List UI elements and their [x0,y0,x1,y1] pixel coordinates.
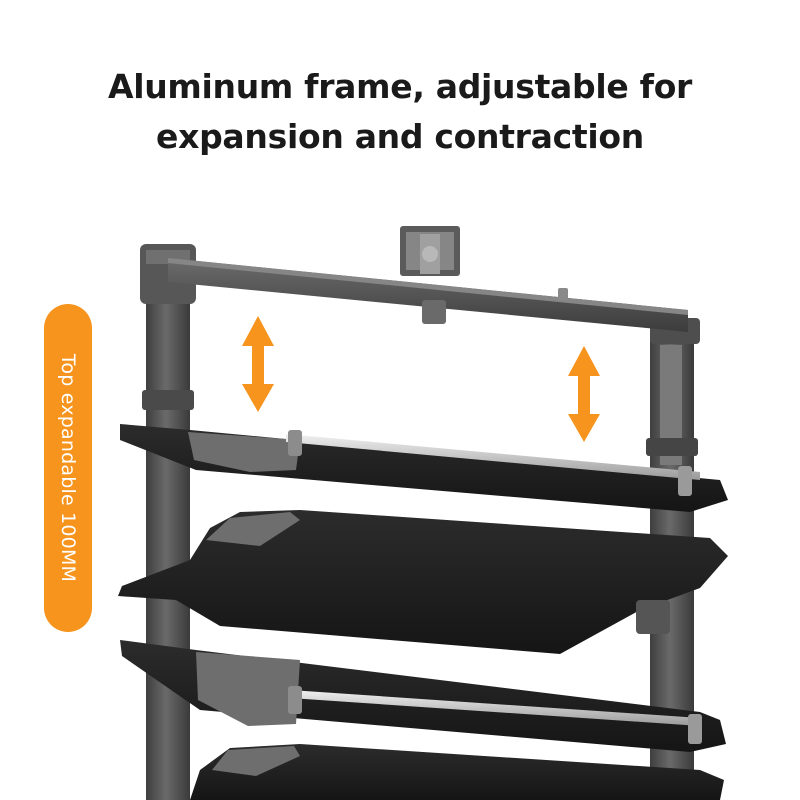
up-down-arrow-icon [568,346,600,442]
top-crossbar [168,226,688,332]
expand-badge-text: Top expandable 100MM [57,353,79,583]
up-down-arrow-icon [242,316,274,412]
headline-line-1: Aluminum frame, adjustable for [107,67,693,106]
tray [120,424,728,512]
expand-badge: Top expandable 100MM [44,304,92,632]
headline: Aluminum frame, adjustable for expansion… [0,62,800,162]
tray [118,510,728,654]
tray [190,744,724,800]
tray [120,640,726,752]
headline-line-2: expansion and contraction [156,117,644,156]
left-post [140,244,196,800]
